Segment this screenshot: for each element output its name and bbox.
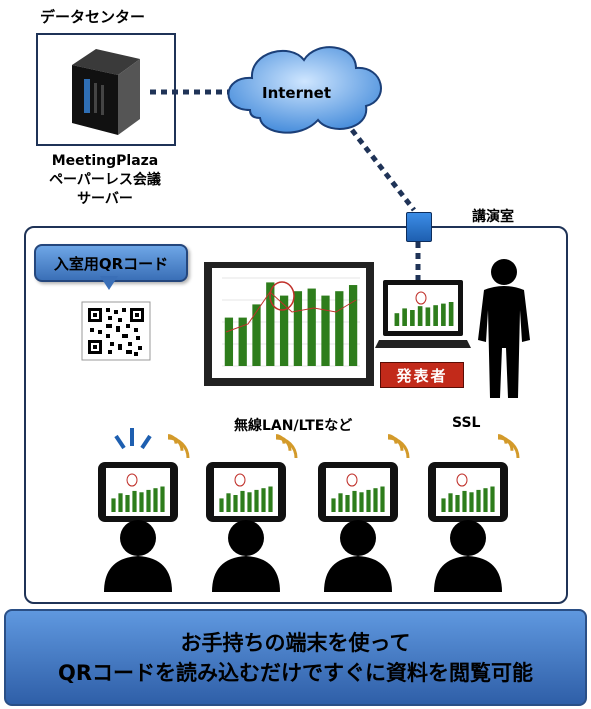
wifi-signal-icon: [387, 434, 410, 459]
tablet-bar: [233, 495, 238, 512]
lecture-room: [24, 226, 568, 604]
wifi-signal-icon: [275, 434, 298, 459]
slide-bar: [348, 285, 358, 366]
laptop-bar: [425, 307, 431, 326]
wireless-label: 無線LAN/LTEなど: [234, 418, 353, 434]
attendee-person-icon: [104, 520, 172, 592]
server-name: MeetingPlaza: [51, 153, 159, 169]
tablet-bar: [160, 486, 165, 512]
laptop-bar: [394, 313, 400, 326]
laptop-bar: [410, 310, 415, 326]
tablet-bar: [441, 498, 446, 512]
attendee-3: [318, 434, 410, 592]
attendee-person-icon: [212, 520, 280, 592]
tablet-bar: [345, 495, 350, 512]
tablet-bar: [462, 490, 467, 512]
tablet-bar: [490, 486, 495, 512]
internet-label: Internet: [262, 84, 332, 102]
tablet-bar: [331, 498, 336, 512]
slide-bar: [224, 317, 234, 366]
tablet-bar: [352, 490, 357, 512]
tablet-bar: [469, 492, 474, 512]
presenter-laptop-icon: [375, 280, 471, 348]
slide-bar: [307, 288, 316, 366]
tablet-icon: [318, 462, 398, 522]
tablet-icon: [98, 462, 178, 522]
tablet-bar: [359, 492, 364, 512]
router-icon: [406, 212, 432, 242]
tablet-icon: [206, 462, 286, 522]
presenter-person-icon: [478, 259, 530, 398]
tablet-bar: [132, 490, 137, 512]
tablet-icon: [428, 462, 508, 522]
laptop-bar: [448, 302, 454, 326]
tablet-bar: [338, 493, 343, 512]
server-rack-icon: [72, 49, 140, 135]
wifi-signal-icon: [167, 434, 190, 459]
tablet-bar: [483, 488, 488, 512]
projection-screen: [204, 262, 374, 386]
notification-burst-icon: [114, 428, 152, 450]
attendee-2: [206, 434, 298, 592]
tablet-bar: [373, 488, 378, 512]
slide-bar: [238, 317, 247, 366]
callout-tail: [100, 276, 118, 290]
tablet-bar: [366, 489, 371, 512]
slide-bar: [266, 282, 275, 366]
attendee-1: [98, 434, 190, 592]
tablet-bar: [125, 495, 130, 512]
tablet-bar: [268, 486, 273, 512]
tablet-bar: [455, 495, 460, 512]
bottom-banner: お手持ちの端末を使って QRコードを読み込むだけですぐに資料を閲覧可能: [4, 609, 587, 706]
tablet-bar: [219, 498, 224, 512]
laptop-bar: [441, 303, 446, 326]
wifi-signal-icon: [497, 434, 520, 459]
attendee-person-icon: [434, 520, 502, 592]
tablet-bar: [153, 488, 158, 512]
qr-code-icon: [81, 301, 151, 361]
laptop-bar: [433, 305, 438, 326]
tablet-bar: [247, 492, 252, 512]
tablet-bar: [146, 489, 151, 512]
slide-bar: [279, 295, 289, 366]
server-label: MeetingPlaza ペーパーレス会議 サーバー: [20, 152, 190, 209]
presenter-badge: 発表者: [380, 362, 464, 388]
tablet-bar: [118, 493, 123, 512]
tablet-bar: [380, 486, 385, 512]
slide-bar: [335, 291, 344, 366]
tablet-bar: [254, 489, 259, 512]
datacenter-title: データセンター: [40, 8, 146, 26]
slide-bar: [293, 291, 303, 366]
slide-bar: [321, 295, 330, 366]
laptop-bar: [402, 308, 407, 326]
server-desc-2: サーバー: [77, 191, 133, 207]
tablet-bar: [448, 493, 453, 512]
banner-line-1: お手持ちの端末を使って: [180, 630, 411, 655]
banner-line-2: QRコードを読み込むだけですぐに資料を閲覧可能: [57, 660, 534, 685]
laptop-bar: [417, 306, 423, 326]
tablet-bar: [111, 498, 116, 512]
tablet-bar: [261, 488, 266, 512]
tablet-bar: [240, 490, 245, 512]
attendee-person-icon: [324, 520, 392, 592]
slide-bar: [252, 304, 261, 366]
ssl-label: SSL: [452, 415, 481, 431]
tablet-bar: [139, 492, 144, 512]
attendee-4: [428, 434, 520, 592]
server-desc-1: ペーパーレス会議: [49, 172, 161, 188]
tablet-bar: [226, 493, 231, 512]
room-label: 講演室: [472, 209, 514, 225]
tablet-bar: [476, 489, 481, 512]
